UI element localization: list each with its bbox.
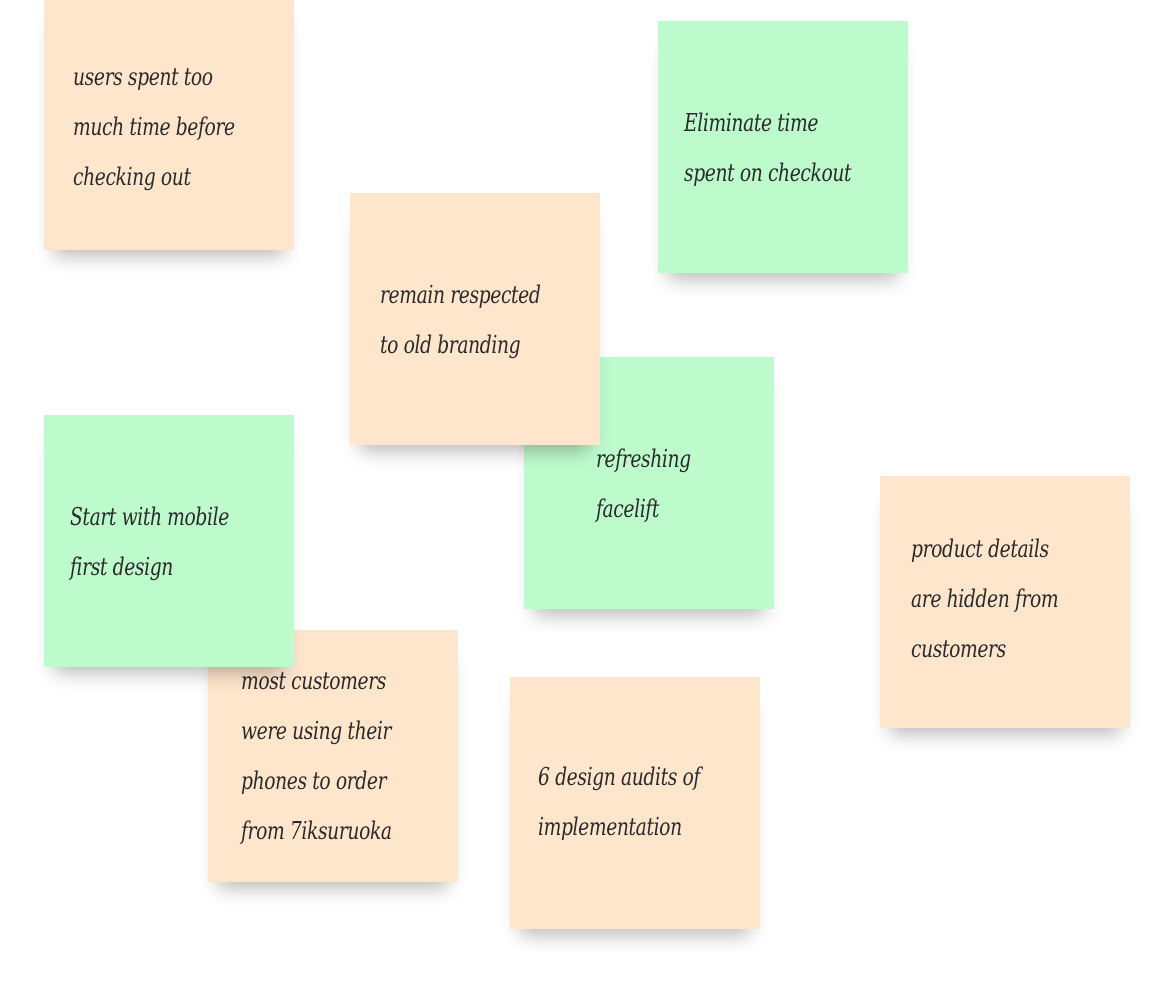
sticky-note-text: refreshing facelift (596, 445, 691, 523)
sticky-note-eliminate-time[interactable]: Eliminate time spent on checkout (658, 21, 908, 273)
sticky-note-text: 6 design audits of implementation (538, 763, 700, 841)
sticky-note-product-details-hidden[interactable]: product details are hidden from customer… (880, 476, 1130, 728)
sticky-note-customers-phones[interactable]: most customers were using their phones t… (208, 630, 458, 882)
sticky-note-mobile-first[interactable]: Start with mobile first design (44, 415, 294, 667)
sticky-note-text: remain respected to old branding (380, 281, 541, 359)
sticky-note-text: product details are hidden from customer… (911, 535, 1059, 663)
sticky-note-remain-respected[interactable]: remain respected to old branding (350, 193, 600, 445)
sticky-note-text: users spent too much time before checkin… (73, 63, 235, 191)
sticky-note-text: Eliminate time spent on checkout (684, 109, 852, 187)
sticky-note-text: Start with mobile first design (70, 503, 229, 581)
sticky-note-text: most customers were using their phones t… (241, 667, 392, 845)
sticky-note-design-audits[interactable]: 6 design audits of implementation (510, 677, 760, 929)
sticky-note-users-spent-too-much-time[interactable]: users spent too much time before checkin… (44, 0, 294, 250)
